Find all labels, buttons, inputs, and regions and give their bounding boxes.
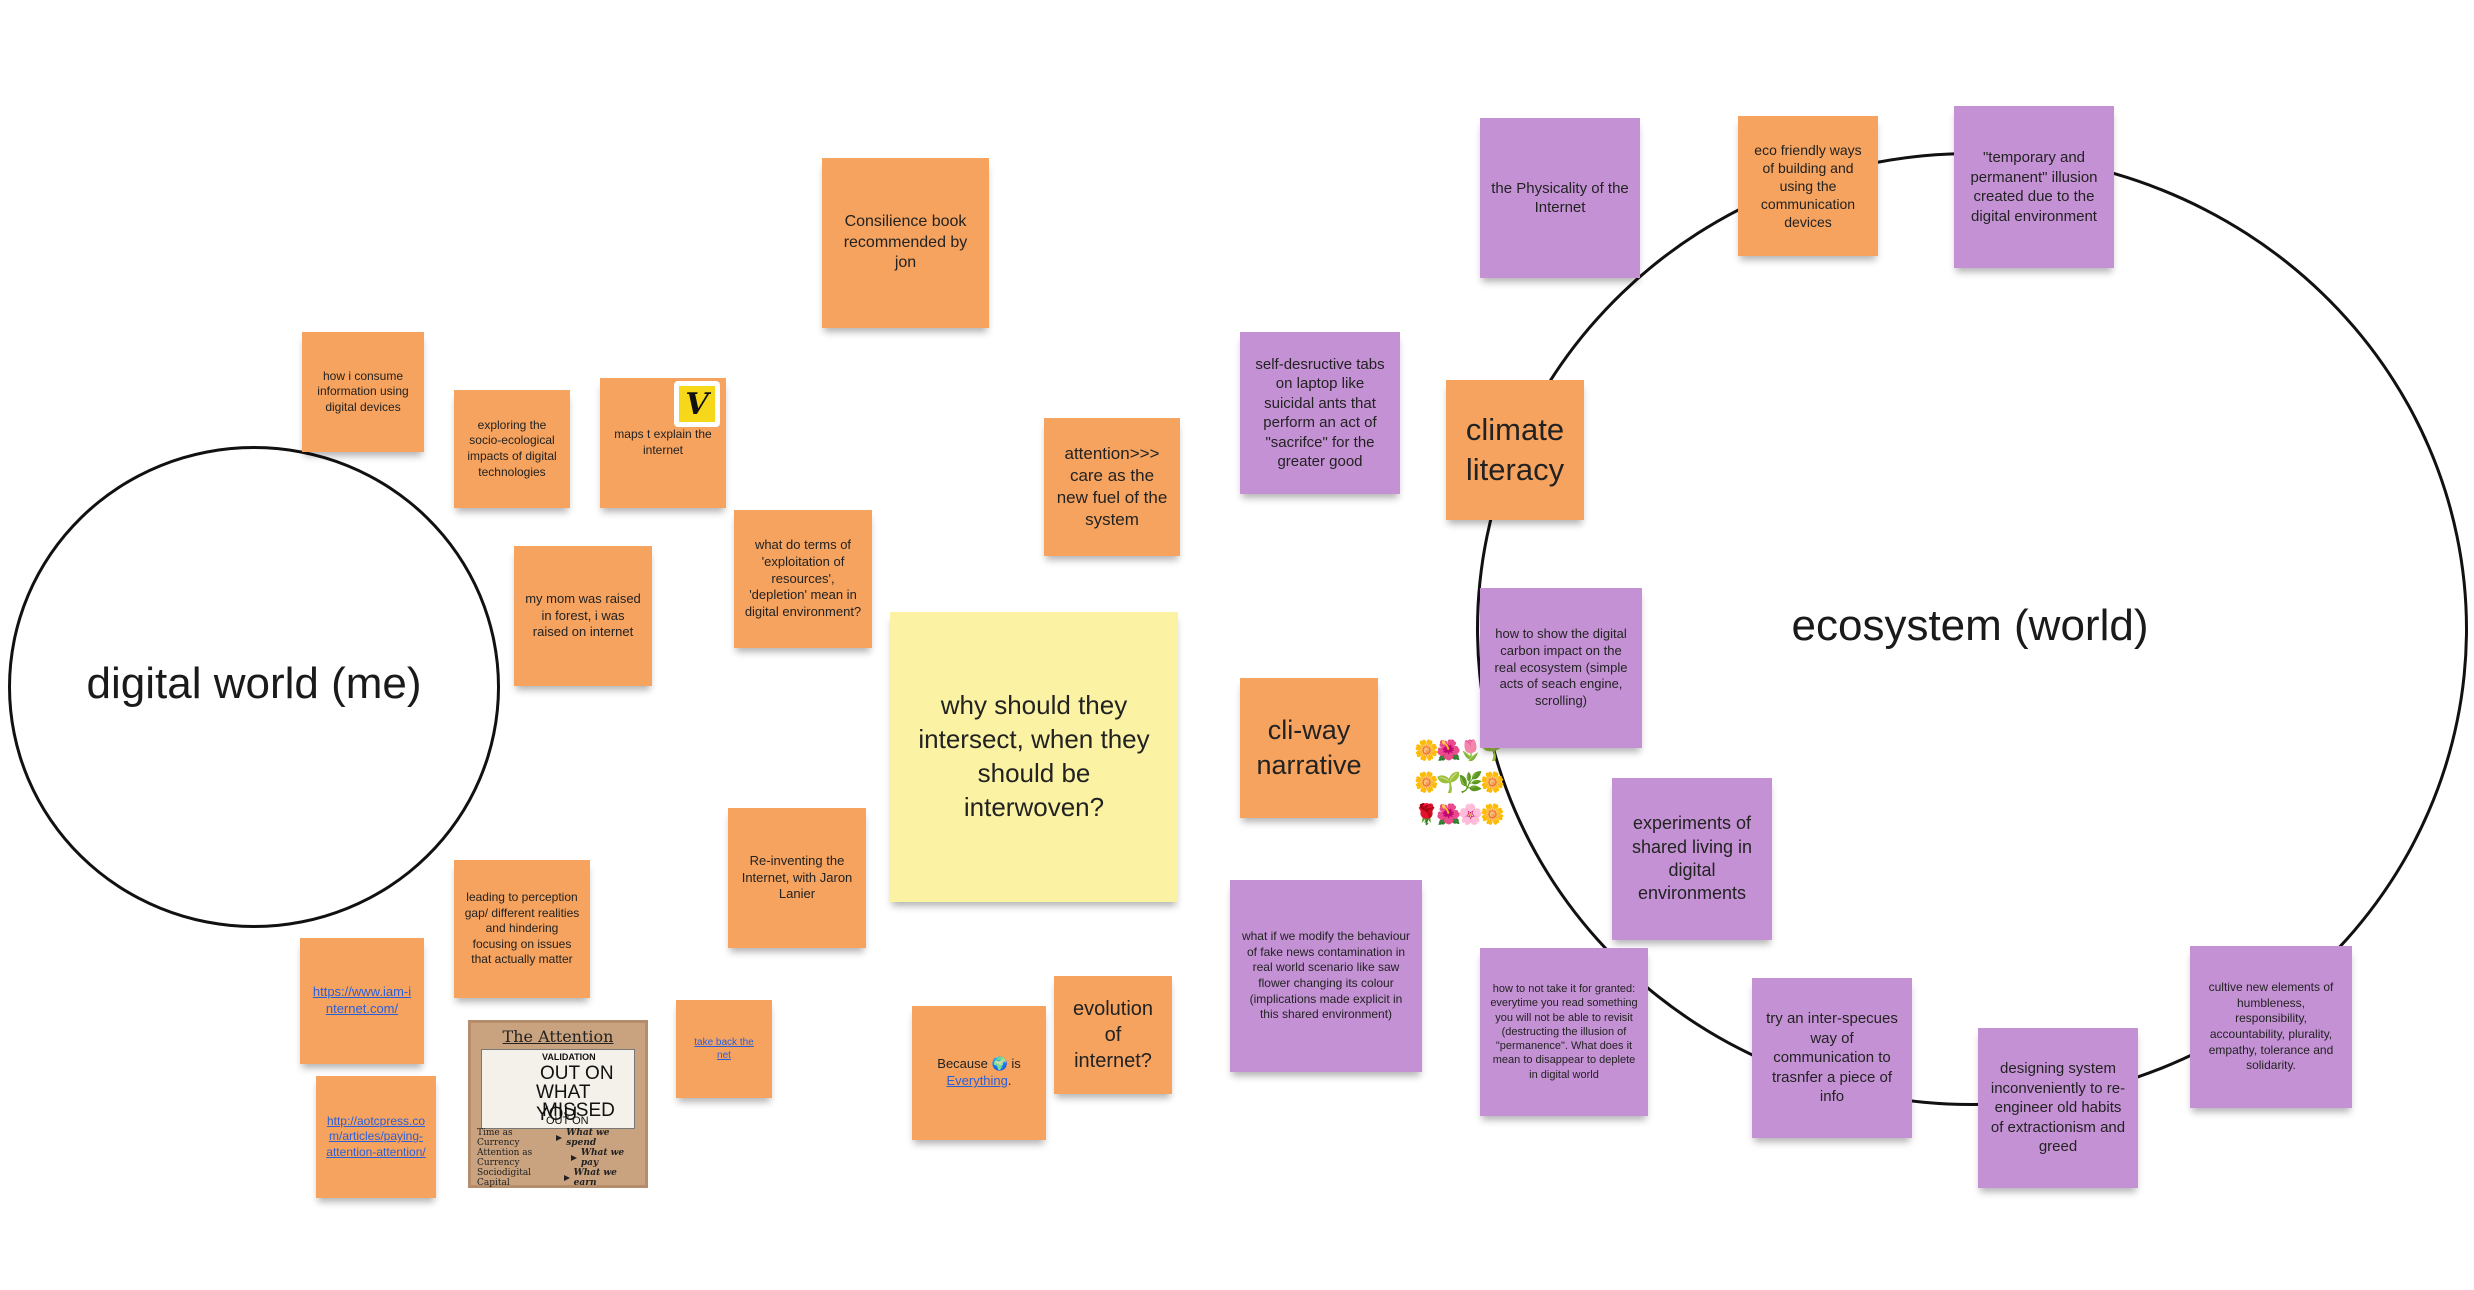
attention-row-right: What we pay [580,1148,625,1168]
attention-row-right: What we spend [566,1128,610,1148]
attention-row: Time as Currency What we spend [477,1128,639,1148]
flower-icon: 🌷 [1458,740,1483,762]
note-take-back[interactable]: take back the net [676,1000,772,1098]
note-experiments[interactable]: experiments of shared living in digital … [1612,778,1772,940]
note-physicality[interactable]: the Physicality of the Internet [1480,118,1640,278]
note-designing[interactable]: designing system inconveniently to re-en… [1978,1028,2138,1188]
note-cultive-text: cultive new elements of humbleness, resp… [2208,980,2334,1073]
attention-row-left: Time as Currency [477,1128,520,1148]
note-climate-literacy[interactable]: climate literacy [1446,380,1584,520]
note-consilience-text: Consilience book recommended by jon [843,212,968,272]
note-not-take[interactable]: how to not take it for granted: everytim… [1480,948,1648,1116]
note-iam-link[interactable]: https://www.iam-internet.com/ [300,938,424,1064]
digital-world-circle [8,446,500,928]
note-consilience[interactable]: Consilience book recommended by jon [822,158,989,328]
note-maps-text: maps t explain the internet [614,427,712,457]
note-eco-friendly-text: eco friendly ways of building and using … [1754,141,1862,231]
attention-row: Attention as Currency What we pay [477,1148,639,1168]
attention-economy-image[interactable]: The Attention Economy VALIDATION OUT ON … [468,1020,648,1188]
note-self-destructive[interactable]: self-desructive tabs on laptop like suic… [1240,332,1400,494]
note-evolution[interactable]: evolution of internet? [1054,976,1172,1094]
attention-economy-collage: VALIDATION OUT ON WHAT YOU MISSED OUT ON [481,1049,635,1129]
flower-icon: 🌿 [1458,772,1483,794]
attention-row-left: Sociodigital Capital [477,1168,532,1188]
v-sticker-icon: V [674,381,720,427]
note-my-mom[interactable]: my mom was raised in forest, i was raise… [514,546,652,686]
v-sticker-letter: V [679,386,715,422]
note-exploring-text: exploring the socio-ecological impacts o… [467,417,557,479]
collage-word: OUT ON [540,1063,614,1084]
flower-icon: 🌺 [1436,740,1461,762]
collage-word: VALIDATION [542,1052,596,1062]
note-reinventing-text: Re-inventing the Internet, with Jaron La… [741,852,853,902]
note-terms-text: what do terms of 'exploitation of resour… [744,536,862,620]
ecosystem-label: ecosystem (world) [1791,601,2149,650]
note-because[interactable]: Because 🌍 is Everything. [912,1006,1046,1140]
flower-icon: 🌺 [1436,804,1461,826]
iam-internet-link[interactable]: https://www.iam-internet.com/ [312,984,412,1016]
note-physicality-text: the Physicality of the Internet [1491,179,1629,217]
note-not-take-text: how to not take it for granted: everytim… [1490,982,1638,1081]
note-fake-news[interactable]: what if we modify the behaviour of fake … [1230,880,1422,1072]
note-terms[interactable]: what do terms of 'exploitation of resour… [734,510,872,648]
because-prefix: Because [937,1056,988,1072]
note-carbon-text: how to show the digital carbon impact on… [1494,625,1628,709]
note-how-i-consume-text: how i consume information using digital … [317,368,409,414]
note-how-i-consume[interactable]: how i consume information using digital … [302,332,424,452]
note-carbon[interactable]: how to show the digital carbon impact on… [1480,588,1642,748]
digital-world-label: digital world (me) [86,659,422,708]
flower-icon: 🌸 [1458,804,1483,826]
note-experiments-text: experiments of shared living in digital … [1631,813,1753,904]
attention-row-left: Attention as Currency [477,1148,533,1168]
note-evolution-text: evolution of internet? [1072,998,1154,1072]
flower-icon: 🌱 [1436,772,1461,794]
collage-word: MISSED [542,1100,615,1121]
flower-icon: 🌼 [1480,772,1505,794]
note-reinventing[interactable]: Re-inventing the Internet, with Jaron La… [728,808,866,948]
note-leading-text: leading to perception gap/ different rea… [464,890,580,967]
aotcpress-link[interactable]: http://aotcpress.com/articles/paying-att… [326,1113,426,1159]
note-temporary-permanent[interactable]: "temporary and permanent" illusion creat… [1954,106,2114,268]
collage-word: OUT ON [546,1115,589,1127]
note-temporary-permanent-text: "temporary and permanent" illusion creat… [1970,149,2098,225]
note-why-intersect-text: why should they intersect, when they sho… [918,690,1150,822]
note-my-mom-text: my mom was raised in forest, i was raise… [525,590,641,640]
note-why-intersect[interactable]: why should they intersect, when they sho… [890,612,1178,902]
note-aotc-link[interactable]: http://aotcpress.com/articles/paying-att… [316,1076,436,1198]
note-because-text: Because 🌍 is Everything. [937,1056,1021,1088]
note-exploring[interactable]: exploring the socio-ecological impacts o… [454,390,570,508]
note-leading[interactable]: leading to perception gap/ different rea… [454,860,590,998]
note-climate-literacy-text: climate literacy [1465,411,1565,487]
flower-icon: 🌹 [1414,804,1439,826]
note-self-destructive-text: self-desructive tabs on laptop like suic… [1255,355,1385,471]
note-attention-care[interactable]: attention>>> care as the new fuel of the… [1044,418,1180,556]
attention-row: Sociodigital Capital What we earn [477,1168,639,1188]
because-is: is [1011,1056,1021,1072]
note-designing-text: designing system inconveniently to re-en… [1990,1060,2126,1156]
flower-icon: 🌼 [1414,740,1439,762]
flower-icon: 🌼 [1480,804,1505,826]
flower-icon: 🌼 [1414,772,1439,794]
note-cli-way[interactable]: cli-way narrative [1240,678,1378,818]
everything-link[interactable]: Everything [946,1073,1008,1088]
collage-word: WHAT YOU [536,1082,591,1125]
attention-row-right: What we earn [573,1168,617,1188]
note-eco-friendly[interactable]: eco friendly ways of building and using … [1738,116,1878,256]
note-fake-news-text: what if we modify the behaviour of fake … [1241,929,1411,1022]
note-cli-way-text: cli-way narrative [1256,714,1362,780]
note-attention-care-text: attention>>> care as the new fuel of the… [1056,443,1168,530]
note-inter-species-text: try an inter-specues way of communicatio… [1766,1010,1898,1106]
globe-icon: 🌍 [991,1056,1008,1072]
note-cultive[interactable]: cultive new elements of humbleness, resp… [2190,946,2352,1108]
flowers-sticker[interactable]: 🌼 🌺 🌷 🌱 🌼 🌱 🌿 🌼 🌹 🌺 🌸 🌼 [1414,738,1505,828]
take-back-the-net-link[interactable]: take back the net [694,1037,754,1061]
note-inter-species[interactable]: try an inter-specues way of communicatio… [1752,978,1912,1138]
